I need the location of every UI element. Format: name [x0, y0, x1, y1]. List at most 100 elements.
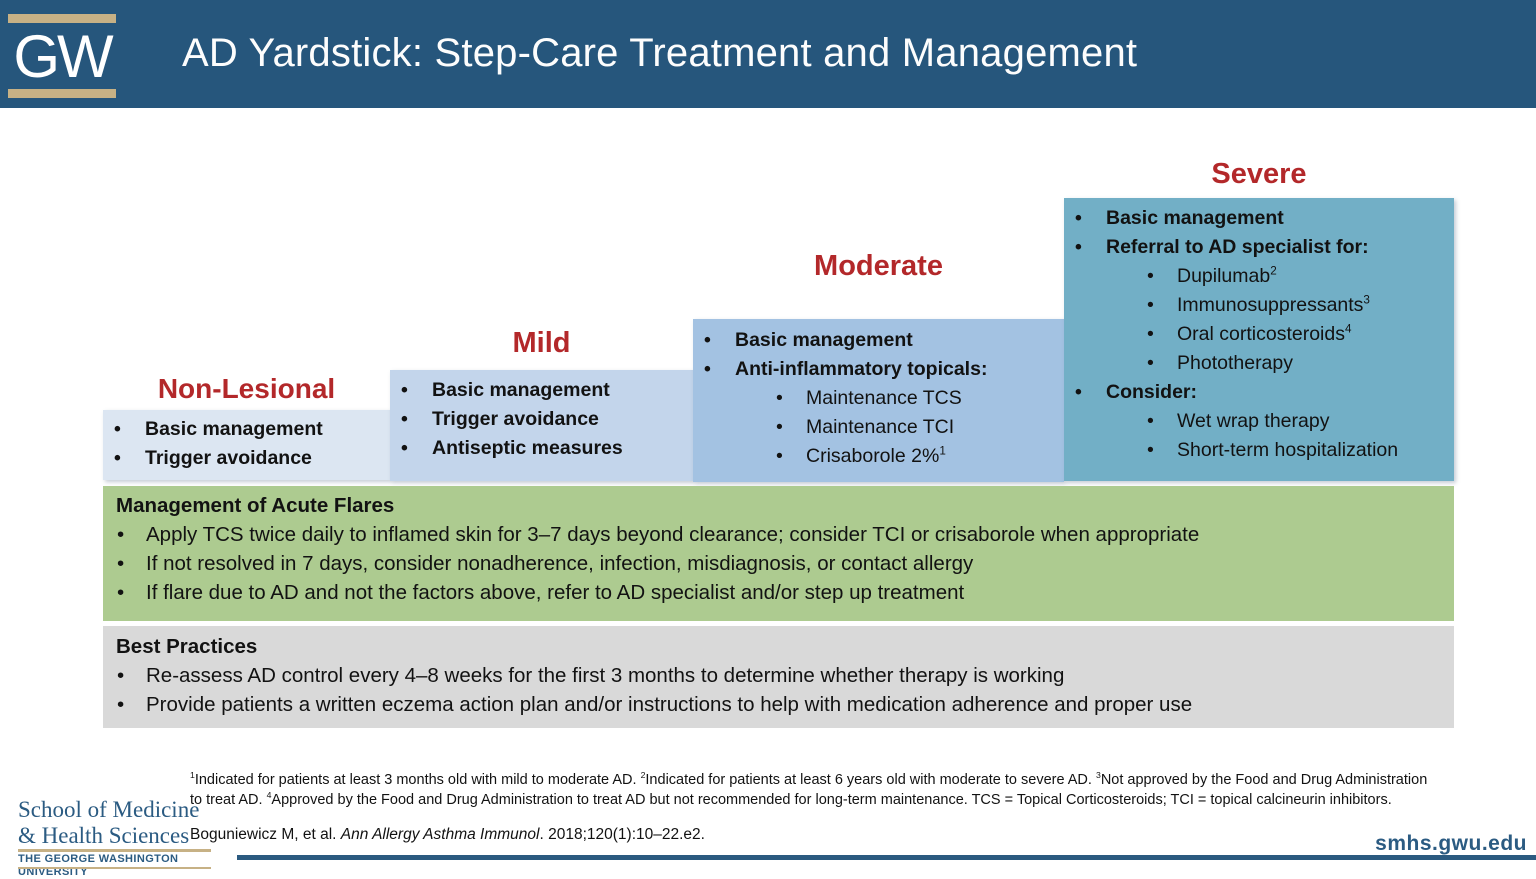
bullet-text: Antiseptic measures [432, 437, 623, 459]
bullet-marker: • [1147, 439, 1154, 461]
bullet-text: Crisaborole 2%1 [806, 444, 946, 467]
bullet-marker: • [401, 437, 408, 459]
acute-flares-list: • Apply TCS twice daily to inflamed skin … [103, 520, 1454, 607]
bullet-marker: • [114, 418, 121, 440]
bullet-text: Referral to AD specialist for: [1106, 236, 1369, 258]
bullet-item: •Basic management [693, 326, 1064, 355]
bullet-marker: • [117, 523, 125, 546]
step-box-mild: • Basic management • Trigger avoidance • Anti… [390, 370, 693, 481]
bullet-text: Basic management [145, 418, 323, 440]
bullet-item: • If flare due to AD and not the factors … [103, 578, 1454, 607]
best-practices-title: Best Practices [116, 635, 258, 658]
bullet-marker: • [1147, 410, 1154, 432]
bullet-text: Anti-inflammatory topicals: [735, 358, 988, 380]
bullet-item: • Provide patients a written eczema actio… [103, 690, 1454, 719]
bullet-marker: • [776, 416, 783, 438]
footer-url-link[interactable]: smhs.gwu.edu [1375, 832, 1527, 855]
school-logo-text: School of Medicine & Health Sciences [18, 797, 213, 849]
bullet-text: Basic management [735, 329, 913, 351]
step-title-severe: Severe [1211, 158, 1307, 190]
university-name: THE GEORGE WASHINGTON UNIVERSITY [18, 853, 179, 878]
bullet-item: • Wet wrap therapy [1064, 407, 1454, 436]
bullet-item: • Apply TCS twice daily to inflamed skin … [103, 520, 1454, 549]
bullet-marker: • [1075, 381, 1082, 403]
bullet-text: Maintenance TCI [806, 416, 955, 438]
bullet-text: Consider: [1106, 381, 1198, 403]
page-title: AD Yardstick: Step-Care Treatment and Ma… [182, 30, 1138, 75]
bullet-item: • Re-assess AD control every 4–8 weeks fo… [103, 661, 1454, 690]
bullet-item: • Phototherapy [1064, 349, 1454, 378]
bullet-text: Apply TCS twice daily to inflamed skin f… [146, 523, 1200, 546]
bullet-item: • Consider: [1064, 378, 1454, 407]
bullet-text: Trigger avoidance [145, 447, 312, 469]
bullet-marker: • [776, 387, 783, 409]
bullet-text: If not resolved in 7 days, consider nona… [146, 552, 974, 575]
bullet-text: Short-term hospitalization [1177, 439, 1399, 461]
bullet-marker: • [1075, 236, 1082, 258]
bullet-text: Re-assess AD control every 4–8 weeks for… [146, 664, 1065, 687]
bullet-item: • Crisaborole 2%1 [693, 442, 1064, 471]
bullet-item: • Basic management [390, 376, 693, 405]
bullet-item: • Maintenance TCS [693, 384, 1064, 413]
bullet-marker: • [1147, 294, 1154, 316]
school-logo-line2: & Health Sciences [18, 823, 190, 848]
bullet-item: • Anti-inflammatory topicals: [693, 355, 1064, 384]
step-box-moderate: •Basic management•Anti-inflammatory topi… [693, 319, 1064, 482]
footer-divider-line [237, 855, 1536, 860]
bullet-text: Wet wrap therapy [1177, 410, 1330, 432]
acute-flares-panel: Management of Acute Flares • Apply TCS tw… [103, 486, 1454, 621]
gw-logo-bar-bottom [8, 89, 116, 98]
step-box-non-lesional: • Basic management • Trigger avoidance [103, 410, 390, 480]
best-practices-panel: Best Practices • Re-assess AD control eve… [103, 626, 1454, 728]
bullet-item: • If not resolved in 7 days, consider non… [103, 549, 1454, 578]
slide-header: GW AD Yardstick: Step-Care Treatment and… [0, 0, 1536, 108]
footnotes: 1Indicated for patients at least 3 month… [190, 770, 1428, 808]
bullet-marker: • [401, 379, 408, 401]
bullet-item: • Antiseptic measures [390, 434, 693, 463]
step-title-mild: Mild [512, 327, 571, 359]
step-title-non-lesional: Non-Lesional [157, 373, 336, 404]
tan-rule-top [18, 849, 211, 852]
citation: Boguniewicz M, et al. Ann Allergy Asthma… [190, 826, 705, 843]
bullet-text: Basic management [432, 379, 610, 401]
bullet-marker: • [117, 581, 125, 604]
bullet-item: • Immunosuppressants3 [1064, 291, 1454, 320]
bullet-item: • Oral corticosteroids4 [1064, 320, 1454, 349]
bullet-item: • Basic management [1064, 204, 1454, 233]
bullet-text: Phototherapy [1177, 352, 1294, 374]
gw-logo: GW [8, 12, 116, 98]
bullet-text: Dupilumab2 [1177, 264, 1277, 287]
bullet-item: • Maintenance TCI [693, 413, 1064, 442]
bullet-text: Provide patients a written eczema action… [146, 693, 1193, 716]
bullet-item: • Short-term hospitalization [1064, 436, 1454, 465]
bullet-text: If flare due to AD and not the factors a… [146, 581, 965, 604]
bullet-marker: • [1147, 323, 1154, 345]
bullet-marker: • [117, 693, 125, 716]
bullet-item: • Referral to AD specialist for: [1064, 233, 1454, 262]
bullet-text: Trigger avoidance [432, 408, 599, 430]
bullet-marker: • [114, 447, 121, 469]
bullet-marker: • [776, 445, 783, 467]
bullet-marker: • [1075, 207, 1082, 229]
bullet-item: • Dupilumab2 [1064, 262, 1454, 291]
bullet-marker: • [704, 358, 711, 380]
bullet-text: Oral corticosteroids4 [1177, 322, 1352, 345]
bullet-item: • Basic management [103, 415, 390, 444]
bullet-marker: • [1147, 265, 1154, 287]
bullet-item: • Trigger avoidance [103, 444, 390, 473]
bullet-text: Immunosuppressants3 [1177, 293, 1370, 316]
bullet-marker: • [1147, 352, 1154, 374]
bullet-text: Maintenance TCS [806, 387, 962, 409]
best-practices-list: • Re-assess AD control every 4–8 weeks fo… [103, 661, 1454, 719]
acute-flares-title: Management of Acute Flares [116, 494, 395, 517]
bullet-marker: • [117, 664, 125, 687]
bullet-marker: • [117, 552, 125, 575]
bullet-text: Basic management [1106, 207, 1284, 229]
bullet-item: • Trigger avoidance [390, 405, 693, 434]
gw-logo-text: GW [13, 23, 113, 90]
bullet-marker: • [401, 408, 408, 430]
step-box-severe: • Basic management • Referral to AD special… [1064, 198, 1454, 481]
tan-rule-bottom [18, 867, 211, 869]
step-title-moderate: Moderate [814, 250, 943, 282]
gw-logo-bar-top [8, 14, 116, 23]
